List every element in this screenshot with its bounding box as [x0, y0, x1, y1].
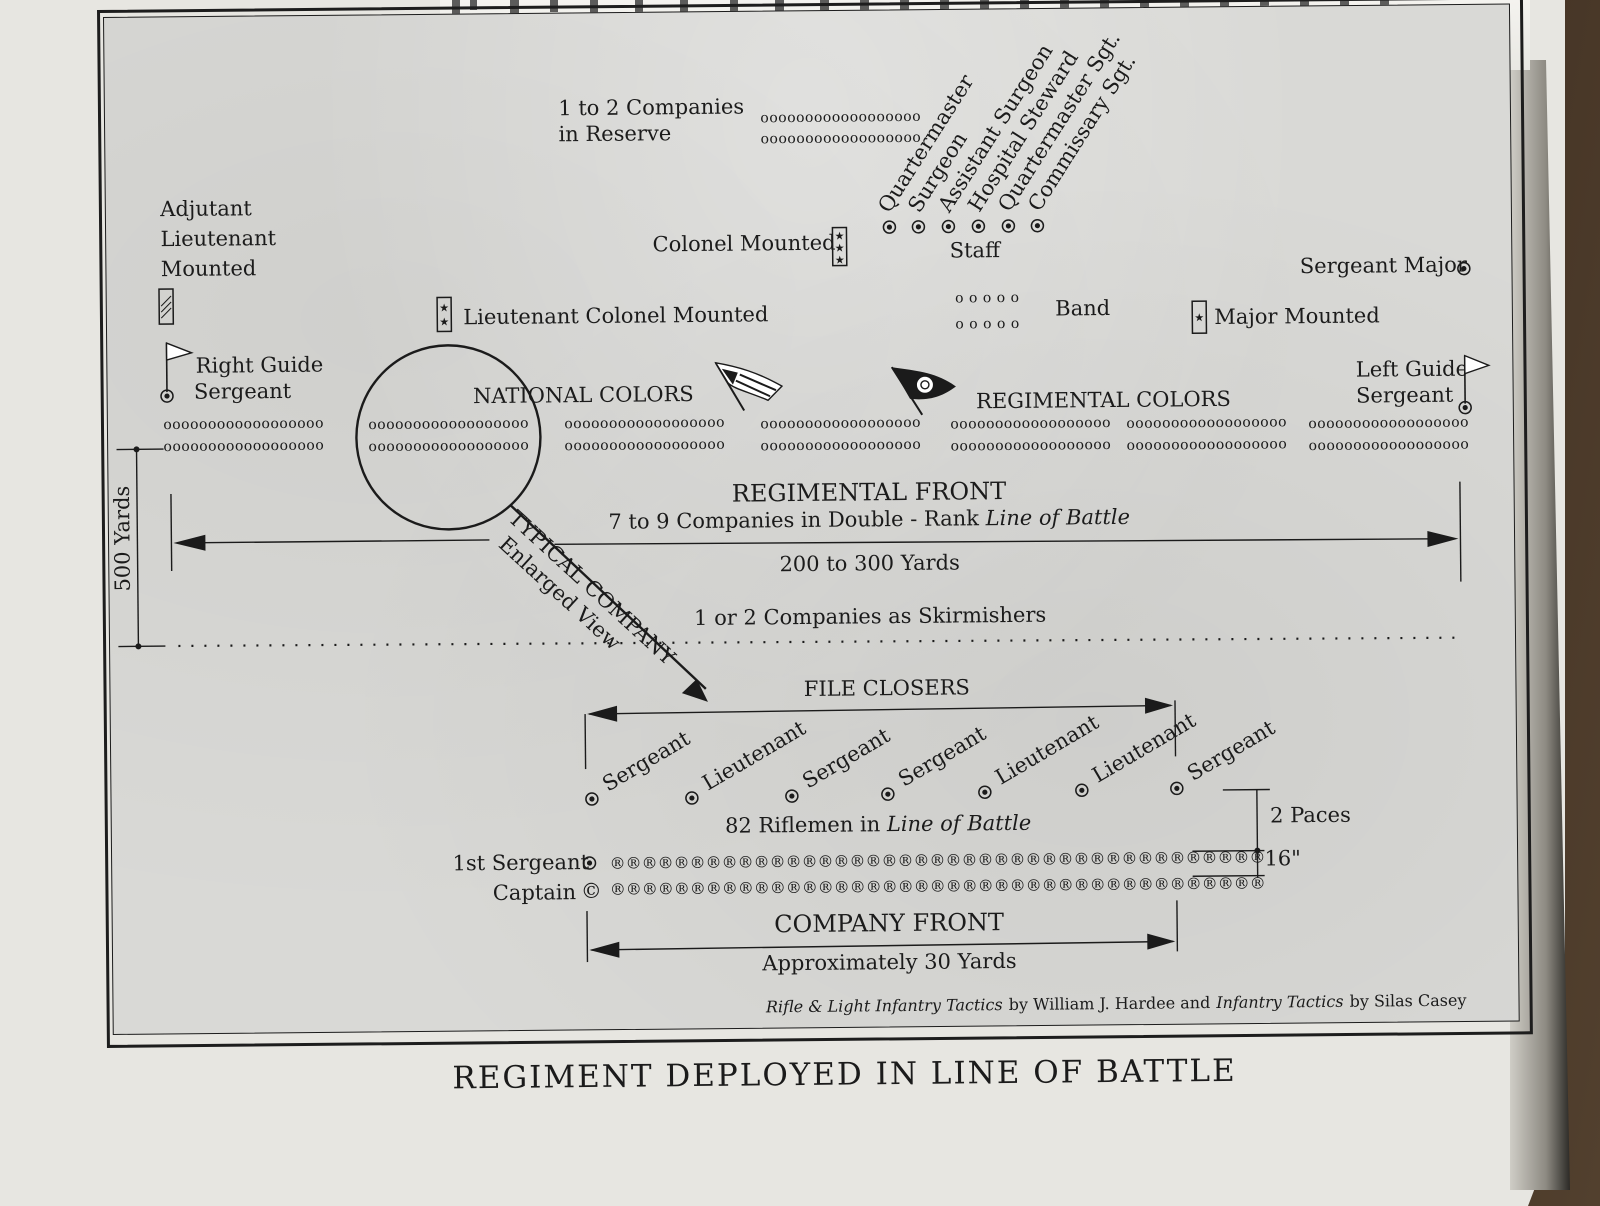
svg-text:★: ★	[1194, 311, 1204, 324]
riflemen-count: 82 Riflemen in	[725, 812, 880, 837]
svg-text:★: ★	[835, 254, 845, 267]
file-closer-2: Lieutenant	[698, 716, 810, 796]
company-5-rank1: oooooooooooooooooo	[950, 415, 1111, 433]
captain-label: Captain	[493, 880, 576, 905]
citation-part-a: Rifle & Light Infantry Tactics	[765, 995, 1003, 1016]
company-6-rank1: oooooooooooooooooo	[1126, 414, 1287, 432]
reserve-company-row1: oooooooooooooooooo	[760, 109, 921, 127]
regimental-front-subtitle: 7 to 9 Companies in Double - Rank Line o…	[608, 505, 1130, 534]
lt-colonel-mounted-label: Lieutenant Colonel Mounted	[463, 302, 768, 329]
band-row2: o o o o o	[955, 316, 1020, 333]
major-mounted-label: Major Mounted	[1214, 303, 1380, 329]
colonel-three-star-icon: ★ ★ ★	[831, 226, 848, 267]
national-colors-flag-icon	[714, 361, 784, 412]
figure-caption: REGIMENT DEPLOYED IN LINE OF BATTLE	[452, 1053, 1237, 1097]
regimental-front-distance: 200 to 300 Yards	[779, 550, 960, 576]
first-sergeant-marker	[582, 856, 597, 870]
file-closer-4: Sergeant	[894, 721, 990, 791]
regimental-front-title: REGIMENTAL FRONT	[732, 477, 1007, 508]
captain-symbol: ©	[581, 879, 602, 903]
citation-part-b: by William J. Hardee and	[1009, 993, 1211, 1014]
file-closer-5: Lieutenant	[991, 710, 1103, 790]
company-3-rank2: oooooooooooooooooo	[564, 437, 725, 455]
national-colors-label: NATIONAL COLORS	[473, 382, 694, 408]
left-guide-line1: Left Guide	[1356, 357, 1468, 382]
riflemen-front-rank: ®®®®®®®®®®®®®®®®®®®®®®®®®®®®®®®®®®®®®®®®…	[609, 848, 1265, 873]
staff-markers	[882, 218, 1045, 234]
right-guide-line2: Sergeant	[194, 379, 292, 404]
regimental-line-companies: oooooooooooooooooo oooooooooooooooooo oo…	[163, 414, 1469, 456]
company-1-rank1: oooooooooooooooooo	[163, 416, 324, 434]
company-4-rank2: oooooooooooooooooo	[760, 437, 921, 455]
riflemen-label: 82 Riflemen in Line of Battle	[725, 811, 1031, 838]
company-7-rank2: oooooooooooooooooo	[1308, 437, 1469, 455]
citation-part-d: by Silas Casey	[1349, 991, 1466, 1011]
first-sergeant-label: 1st Sergeant	[452, 850, 589, 875]
riflemen-rear-rank: ®®®®®®®®®®®®®®®®®®®®®®®®®®®®®®®®®®®®®®®®…	[610, 874, 1266, 899]
svg-text:★: ★	[835, 230, 845, 243]
company-2-rank1: oooooooooooooooooo	[368, 416, 529, 434]
company-7-rank1: oooooooooooooooooo	[1308, 415, 1469, 433]
svg-text:★: ★	[439, 301, 449, 314]
file-closers-title: FILE CLOSERS	[804, 675, 970, 701]
file-closer-3: Sergeant	[798, 723, 894, 793]
regimental-front-sub-b: Line of Battle	[985, 505, 1131, 530]
company-front-dimension	[586, 900, 1179, 963]
reserve-label-line1: 1 to 2 Companies	[558, 95, 744, 121]
adjutant-line2: Lieutenant	[160, 226, 276, 251]
paces-dimension	[1192, 788, 1270, 878]
skirmish-line	[178, 636, 1461, 648]
regimental-front-dimension	[170, 481, 1462, 582]
company-5-rank2: oooooooooooooooooo	[950, 437, 1111, 455]
typical-company-magnifier	[355, 344, 708, 702]
lt-colonel-two-star-icon: ★ ★	[436, 296, 453, 333]
depth-label: 500 Yards	[110, 486, 135, 592]
regimental-front-sub-a: 7 to 9 Companies in Double - Rank	[608, 506, 979, 534]
adjutant-line1: Adjutant	[159, 196, 252, 221]
svg-text:★: ★	[439, 315, 449, 328]
company-3-rank1: oooooooooooooooooo	[564, 415, 725, 433]
company-2-rank2: oooooooooooooooooo	[368, 438, 529, 456]
svg-text:★: ★	[835, 242, 845, 255]
citation-part-c: Infantry Tactics	[1215, 992, 1343, 1012]
sergeant-major-marker	[1457, 261, 1471, 276]
right-guide-flag-icon	[160, 342, 194, 403]
left-guide-line2: Sergeant	[1356, 383, 1454, 408]
company-front-title: COMPANY FRONT	[774, 908, 1004, 938]
staff-label: Staff	[950, 238, 1003, 263]
depth-dimension	[116, 446, 166, 650]
regimental-colors-label: REGIMENTAL COLORS	[976, 387, 1231, 413]
adjutant-lieutenant-icon	[158, 288, 175, 325]
regimental-colors-flag-icon	[890, 366, 956, 416]
riflemen-line-of-battle: Line of Battle	[886, 811, 1032, 836]
file-closer-markers	[585, 781, 1184, 806]
sergeant-major-label: Sergeant Major	[1300, 253, 1468, 279]
band-row1: o o o o o	[955, 290, 1020, 307]
colonel-mounted-label: Colonel Mounted	[652, 231, 835, 257]
skirmishers-label: 1 or 2 Companies as Skirmishers	[694, 603, 1046, 630]
staff-group: Quartermaster Surgeon Assistant Surgeon …	[873, 27, 1140, 263]
right-guide-line1: Right Guide	[196, 353, 324, 378]
company-1-rank2: oooooooooooooooooo	[163, 438, 324, 456]
band-label: Band	[1055, 296, 1110, 321]
file-closers-dimension	[584, 697, 1177, 770]
paces-label: 2 Paces	[1270, 803, 1351, 828]
company-6-rank2: oooooooooooooooooo	[1126, 436, 1287, 454]
company-4-rank1: oooooooooooooooooo	[760, 415, 921, 433]
reserve-company-row2: oooooooooooooooooo	[760, 130, 921, 148]
major-one-star-icon: ★	[1191, 300, 1208, 334]
reserve-label-line2: in Reserve	[558, 121, 671, 146]
inches-label: 16"	[1264, 846, 1301, 870]
file-closer-1: Sergeant	[598, 726, 694, 796]
company-front-distance: Approximately 30 Yards	[761, 949, 1016, 975]
citation: Rifle & Light Infantry Tactics by William…	[765, 991, 1467, 1017]
file-closer-6: Lieutenant	[1088, 708, 1200, 788]
adjutant-line3: Mounted	[161, 256, 257, 281]
left-guide-flag-icon	[1458, 354, 1491, 415]
